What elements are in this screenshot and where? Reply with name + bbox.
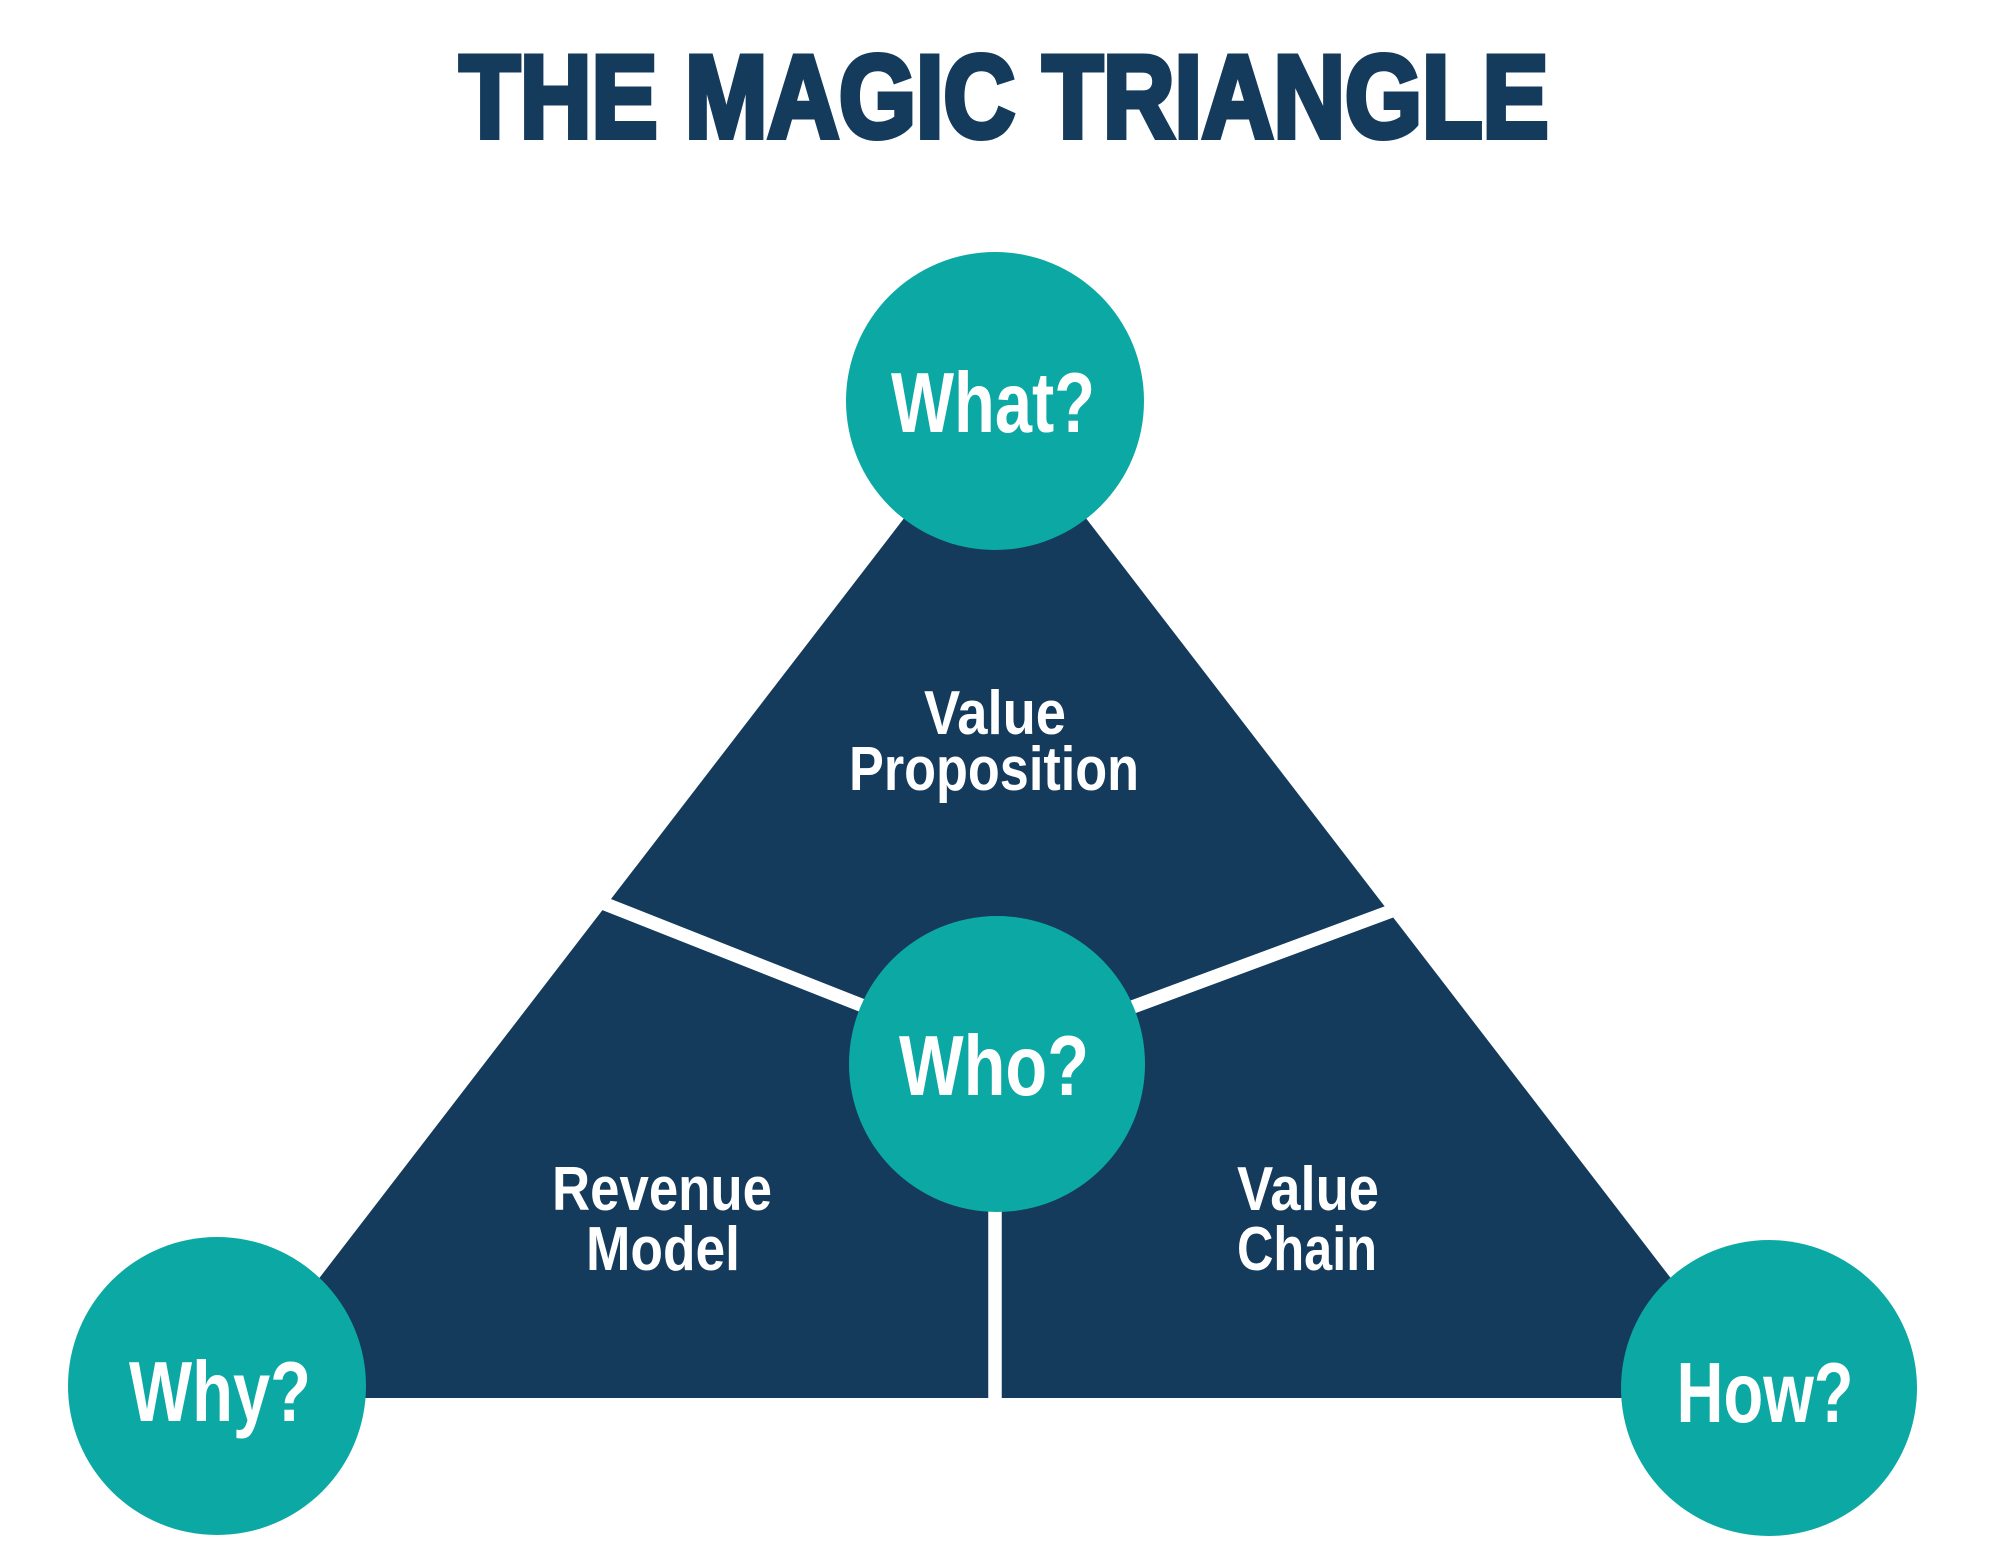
node-who: Who? <box>849 916 1145 1212</box>
node-label-what: What? <box>891 356 1095 451</box>
section-label-value-chain-line1: Value <box>1237 1155 1379 1224</box>
node-label-how: How? <box>1677 1346 1854 1441</box>
section-label-value-proposition-line2: Proposition <box>849 735 1139 804</box>
node-label-why: Why? <box>129 1345 311 1440</box>
node-label-who: Who? <box>899 1019 1089 1114</box>
node-what: What? <box>846 252 1144 550</box>
section-revenue-model: Revenue Model <box>552 1155 772 1284</box>
node-circle-who <box>849 916 1145 1212</box>
section-value-chain: Value Chain <box>1237 1155 1379 1284</box>
triangle-shape <box>227 400 1763 1398</box>
node-circle-how <box>1621 1240 1917 1536</box>
section-label-value-proposition-line1: Value <box>924 679 1066 748</box>
node-circle-what <box>846 252 1144 550</box>
section-label-revenue-model-line1: Revenue <box>552 1155 772 1224</box>
section-value-proposition: Value Proposition <box>849 679 1139 804</box>
page-title: THE MAGIC TRIANGLE <box>460 31 1549 162</box>
node-circle-why <box>68 1237 366 1535</box>
section-label-revenue-model-line2: Model <box>586 1215 740 1284</box>
section-label-value-chain-line2: Chain <box>1237 1215 1377 1284</box>
node-how: How? <box>1621 1240 1917 1536</box>
node-why: Why? <box>68 1237 366 1535</box>
